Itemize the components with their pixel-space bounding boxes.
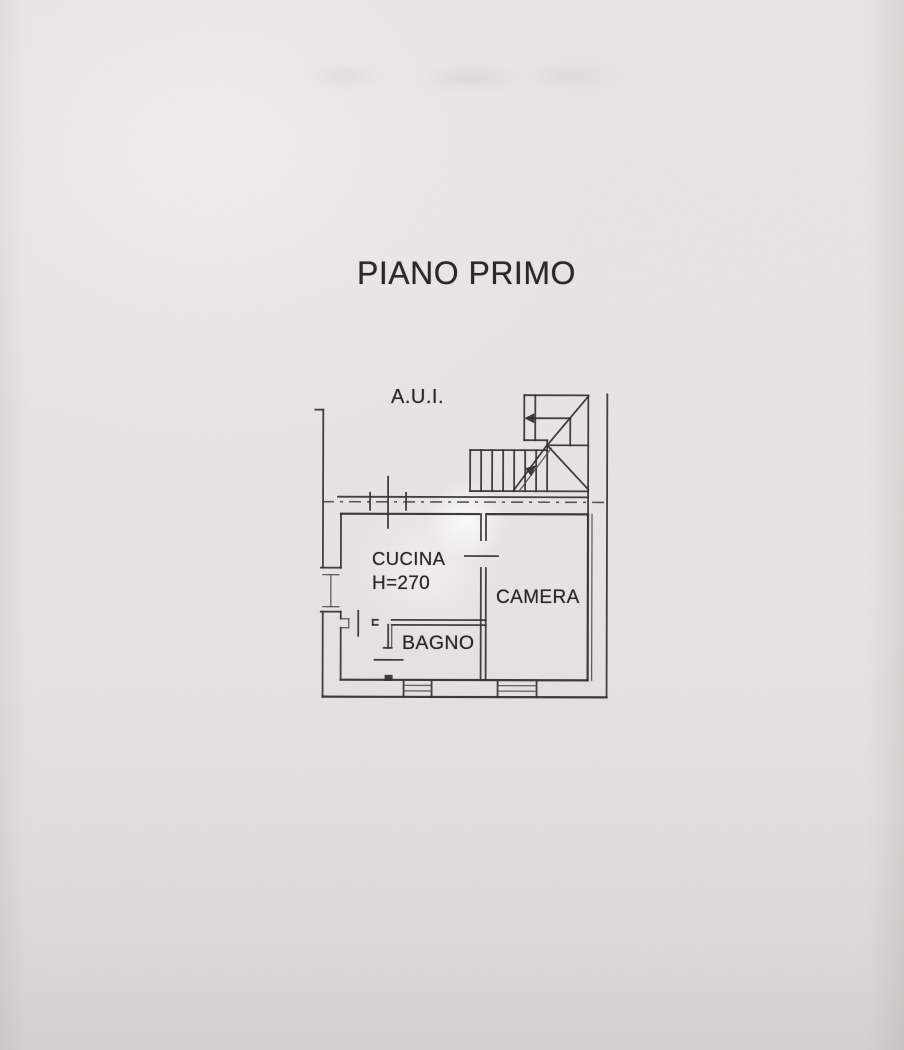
area-label-aui: A.U.I.	[391, 386, 445, 408]
staircase	[469, 394, 590, 493]
room-label-bagno: BAGNO	[402, 632, 475, 654]
top-wall-and-reference-lines	[322, 475, 607, 529]
outer-walls	[314, 393, 609, 699]
room-label-cucina: CUCINA	[372, 548, 446, 569]
stair-walk-arrow	[525, 465, 537, 477]
stair-direction-arrow-up	[524, 413, 535, 424]
page-title: PIANO PRIMO	[357, 255, 576, 291]
pillar-mark	[384, 674, 393, 681]
reference-dashed-line	[322, 500, 607, 504]
bottom-window-symbols	[402, 678, 538, 699]
room-height-label: H=270	[372, 573, 431, 594]
door-symbols	[382, 555, 499, 649]
interior-walls	[339, 512, 593, 682]
room-label-camera: CAMERA	[496, 587, 580, 608]
left-window-symbol	[319, 566, 342, 613]
